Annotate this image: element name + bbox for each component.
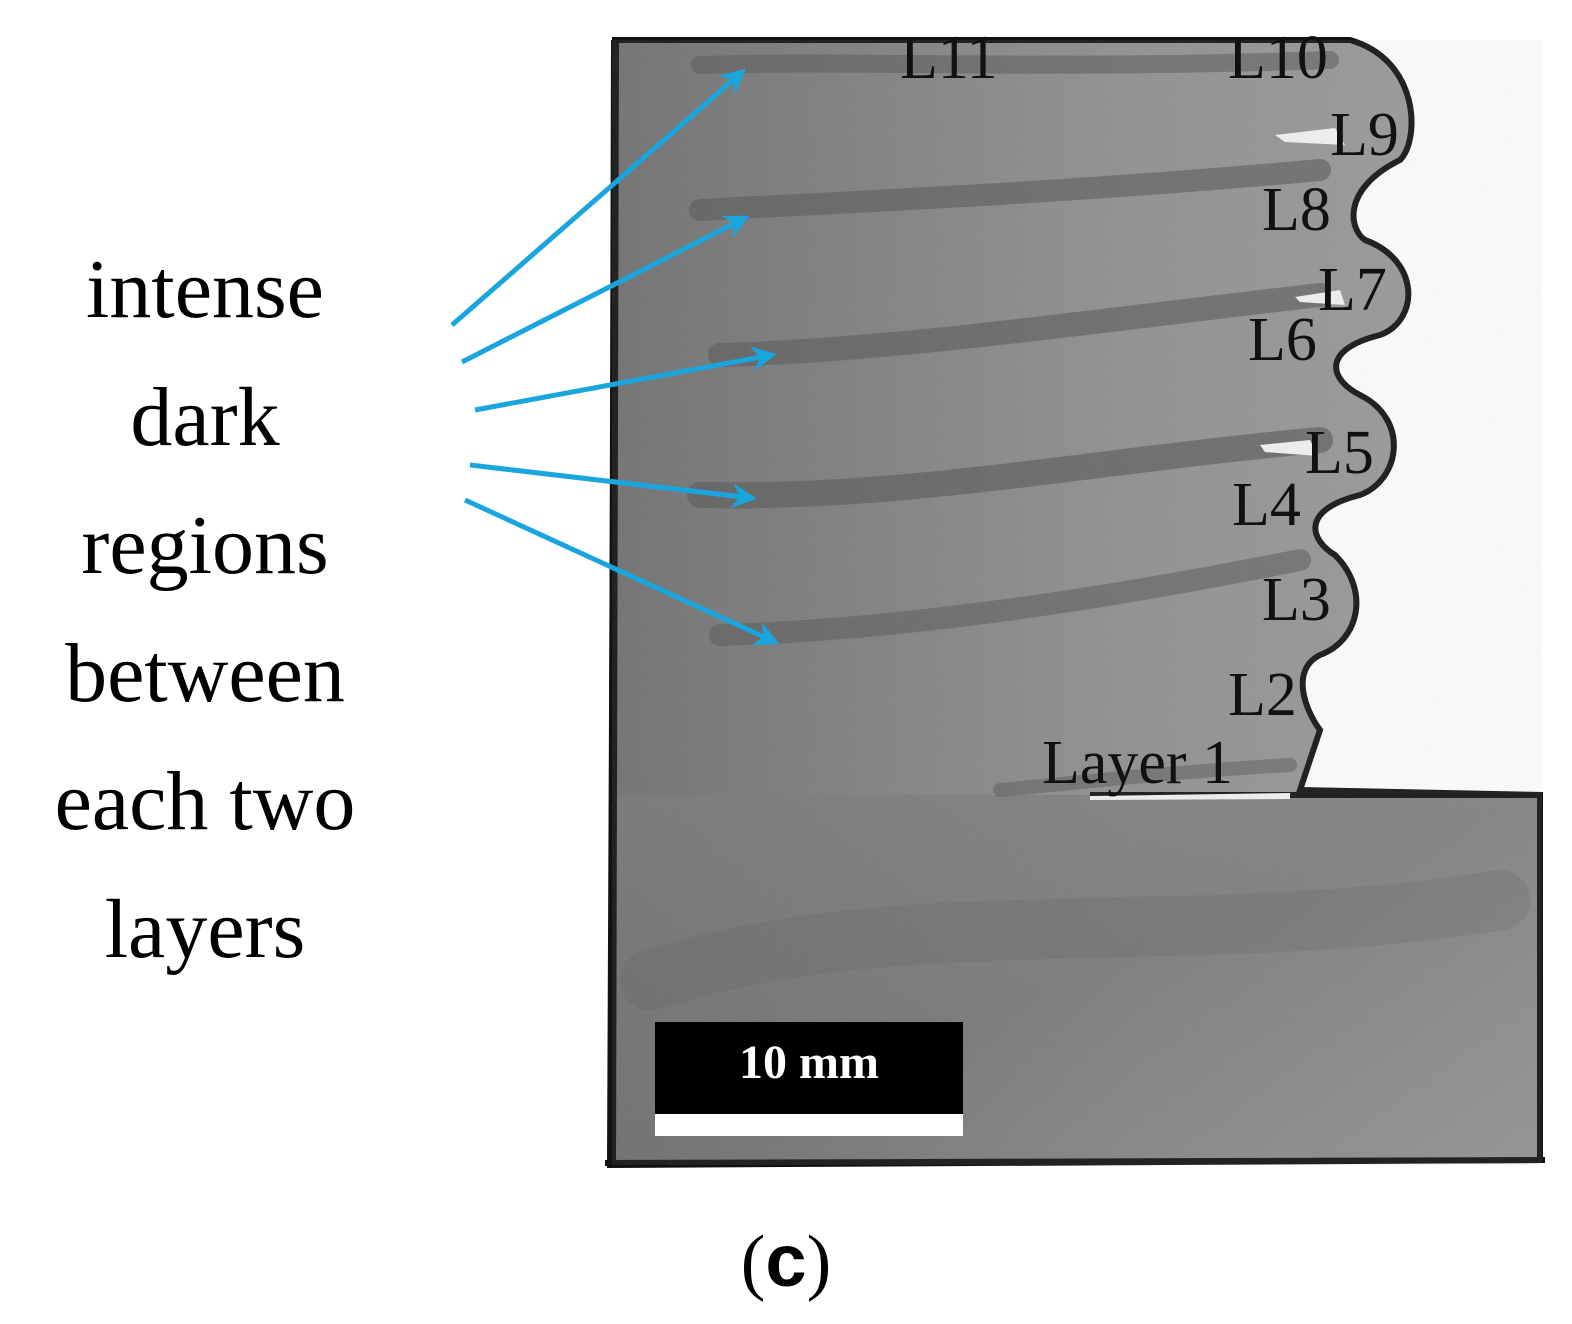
annotation-line: layers (104, 883, 306, 976)
scale-bar: 10 mm (655, 1022, 963, 1136)
layer-label-l4: L4 (1232, 471, 1301, 539)
layer-label-l5: L5 (1305, 419, 1374, 487)
specimen (604, 37, 1546, 1169)
arrow (469, 462, 757, 509)
arrow (474, 346, 777, 413)
arrow (450, 68, 746, 327)
caption-letter: c (765, 1219, 807, 1302)
layer-label-l6: L6 (1248, 306, 1317, 374)
annotation-line: each two (54, 755, 356, 848)
annotation-line: regions (81, 499, 329, 592)
scale-bar-white-strip (655, 1114, 963, 1136)
caption-close-paren: ) (806, 1221, 832, 1303)
annotation-line: dark (130, 371, 280, 464)
layer-label-layer-1: Layer 1 (1042, 729, 1233, 797)
layer-label-l10: L10 (1228, 24, 1328, 92)
scale-bar-black-box (655, 1022, 963, 1114)
caption-open-paren: ( (740, 1221, 766, 1303)
layer-label-l11: L11 (900, 24, 998, 92)
arrow (463, 497, 780, 646)
annotation-line: between (65, 627, 345, 720)
arrow (460, 215, 750, 365)
specimen-grain (612, 40, 1542, 1165)
annotation-line: intense (86, 243, 324, 336)
figure-caption: (c) (0, 1218, 1572, 1305)
layer-label-l3: L3 (1262, 566, 1331, 634)
layer-label-l8: L8 (1262, 176, 1331, 244)
layer-label-l7: L7 (1318, 256, 1387, 324)
annotation-arrows (450, 68, 780, 646)
scale-bar-label: 10 mm (739, 1036, 879, 1089)
layer-label-l9: L9 (1330, 101, 1399, 169)
layer-label-l2: L2 (1228, 661, 1297, 729)
layer-labels: L11 L10 L9 L8 L7 L6 L5 L4 L3 L2 Layer 1 (900, 24, 1399, 797)
